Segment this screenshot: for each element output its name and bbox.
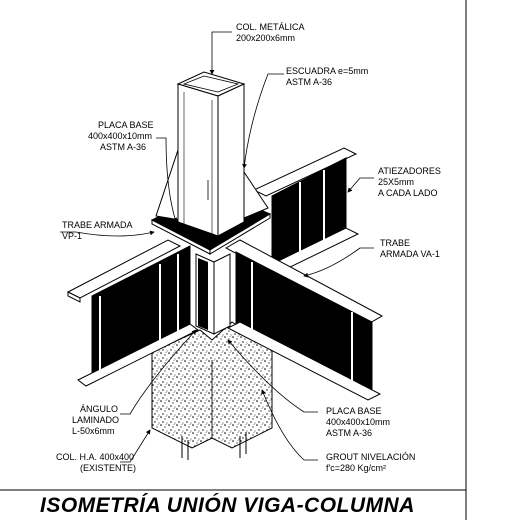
label-placa-base-top-3: ASTM A-36 bbox=[100, 142, 146, 152]
label-atiezadores-3: A CADA LADO bbox=[378, 188, 438, 198]
label-grout-2: f'c=280 Kg/cm² bbox=[326, 463, 386, 473]
label-placa-base-bottom-2: 400x400x10mm bbox=[326, 417, 390, 427]
label-escuadra-2: ASTM A-36 bbox=[286, 77, 332, 87]
label-col-ha-1: COL. H.A. 400x400 bbox=[56, 452, 134, 462]
leader-lines bbox=[60, 31, 374, 463]
label-trabe-va1-1: TRABE bbox=[380, 238, 410, 248]
label-grout-1: GROUT NIVELACIÓN bbox=[326, 452, 415, 462]
label-placa-base-top-1: PLACA BASE bbox=[98, 120, 154, 130]
beam-va1 bbox=[224, 239, 384, 401]
label-placa-base-bottom-3: ASTM A-36 bbox=[326, 428, 372, 438]
label-placa-base-top-2: 400x400x10mm bbox=[88, 131, 152, 141]
label-atiezadores-2: 25X5mm bbox=[378, 177, 414, 187]
label-col-ha-2: (EXISTENTE) bbox=[80, 463, 136, 473]
label-angulo-3: L-50x6mm bbox=[72, 426, 115, 436]
label-trabe-vp1-2: VP-1 bbox=[62, 231, 82, 241]
label-angulo-2: LAMINADO bbox=[72, 415, 119, 425]
label-col-metalica-2: 200x200x6mm bbox=[236, 33, 295, 43]
label-trabe-vp1-1: TRABE ARMADA bbox=[62, 220, 133, 230]
concrete-column bbox=[151, 321, 273, 460]
beam-vp1 bbox=[66, 239, 199, 387]
label-angulo-1: ÁNGULO bbox=[80, 404, 118, 414]
steel-column-lower bbox=[195, 253, 231, 335]
beam-back-right bbox=[252, 147, 360, 273]
label-col-metalica-1: COL. METÁLICA bbox=[236, 22, 305, 32]
steel-column bbox=[176, 71, 246, 237]
label-trabe-va1-2: ARMADA VA-1 bbox=[380, 249, 440, 259]
label-placa-base-bottom-1: PLACA BASE bbox=[326, 406, 382, 416]
label-escuadra-1: ESCUADRA e=5mm bbox=[286, 66, 368, 76]
label-atiezadores-1: ATIEZADORES bbox=[378, 166, 441, 176]
drawing-title: ISOMETRÍA UNIÓN VIGA-COLUMNA bbox=[40, 493, 415, 517]
